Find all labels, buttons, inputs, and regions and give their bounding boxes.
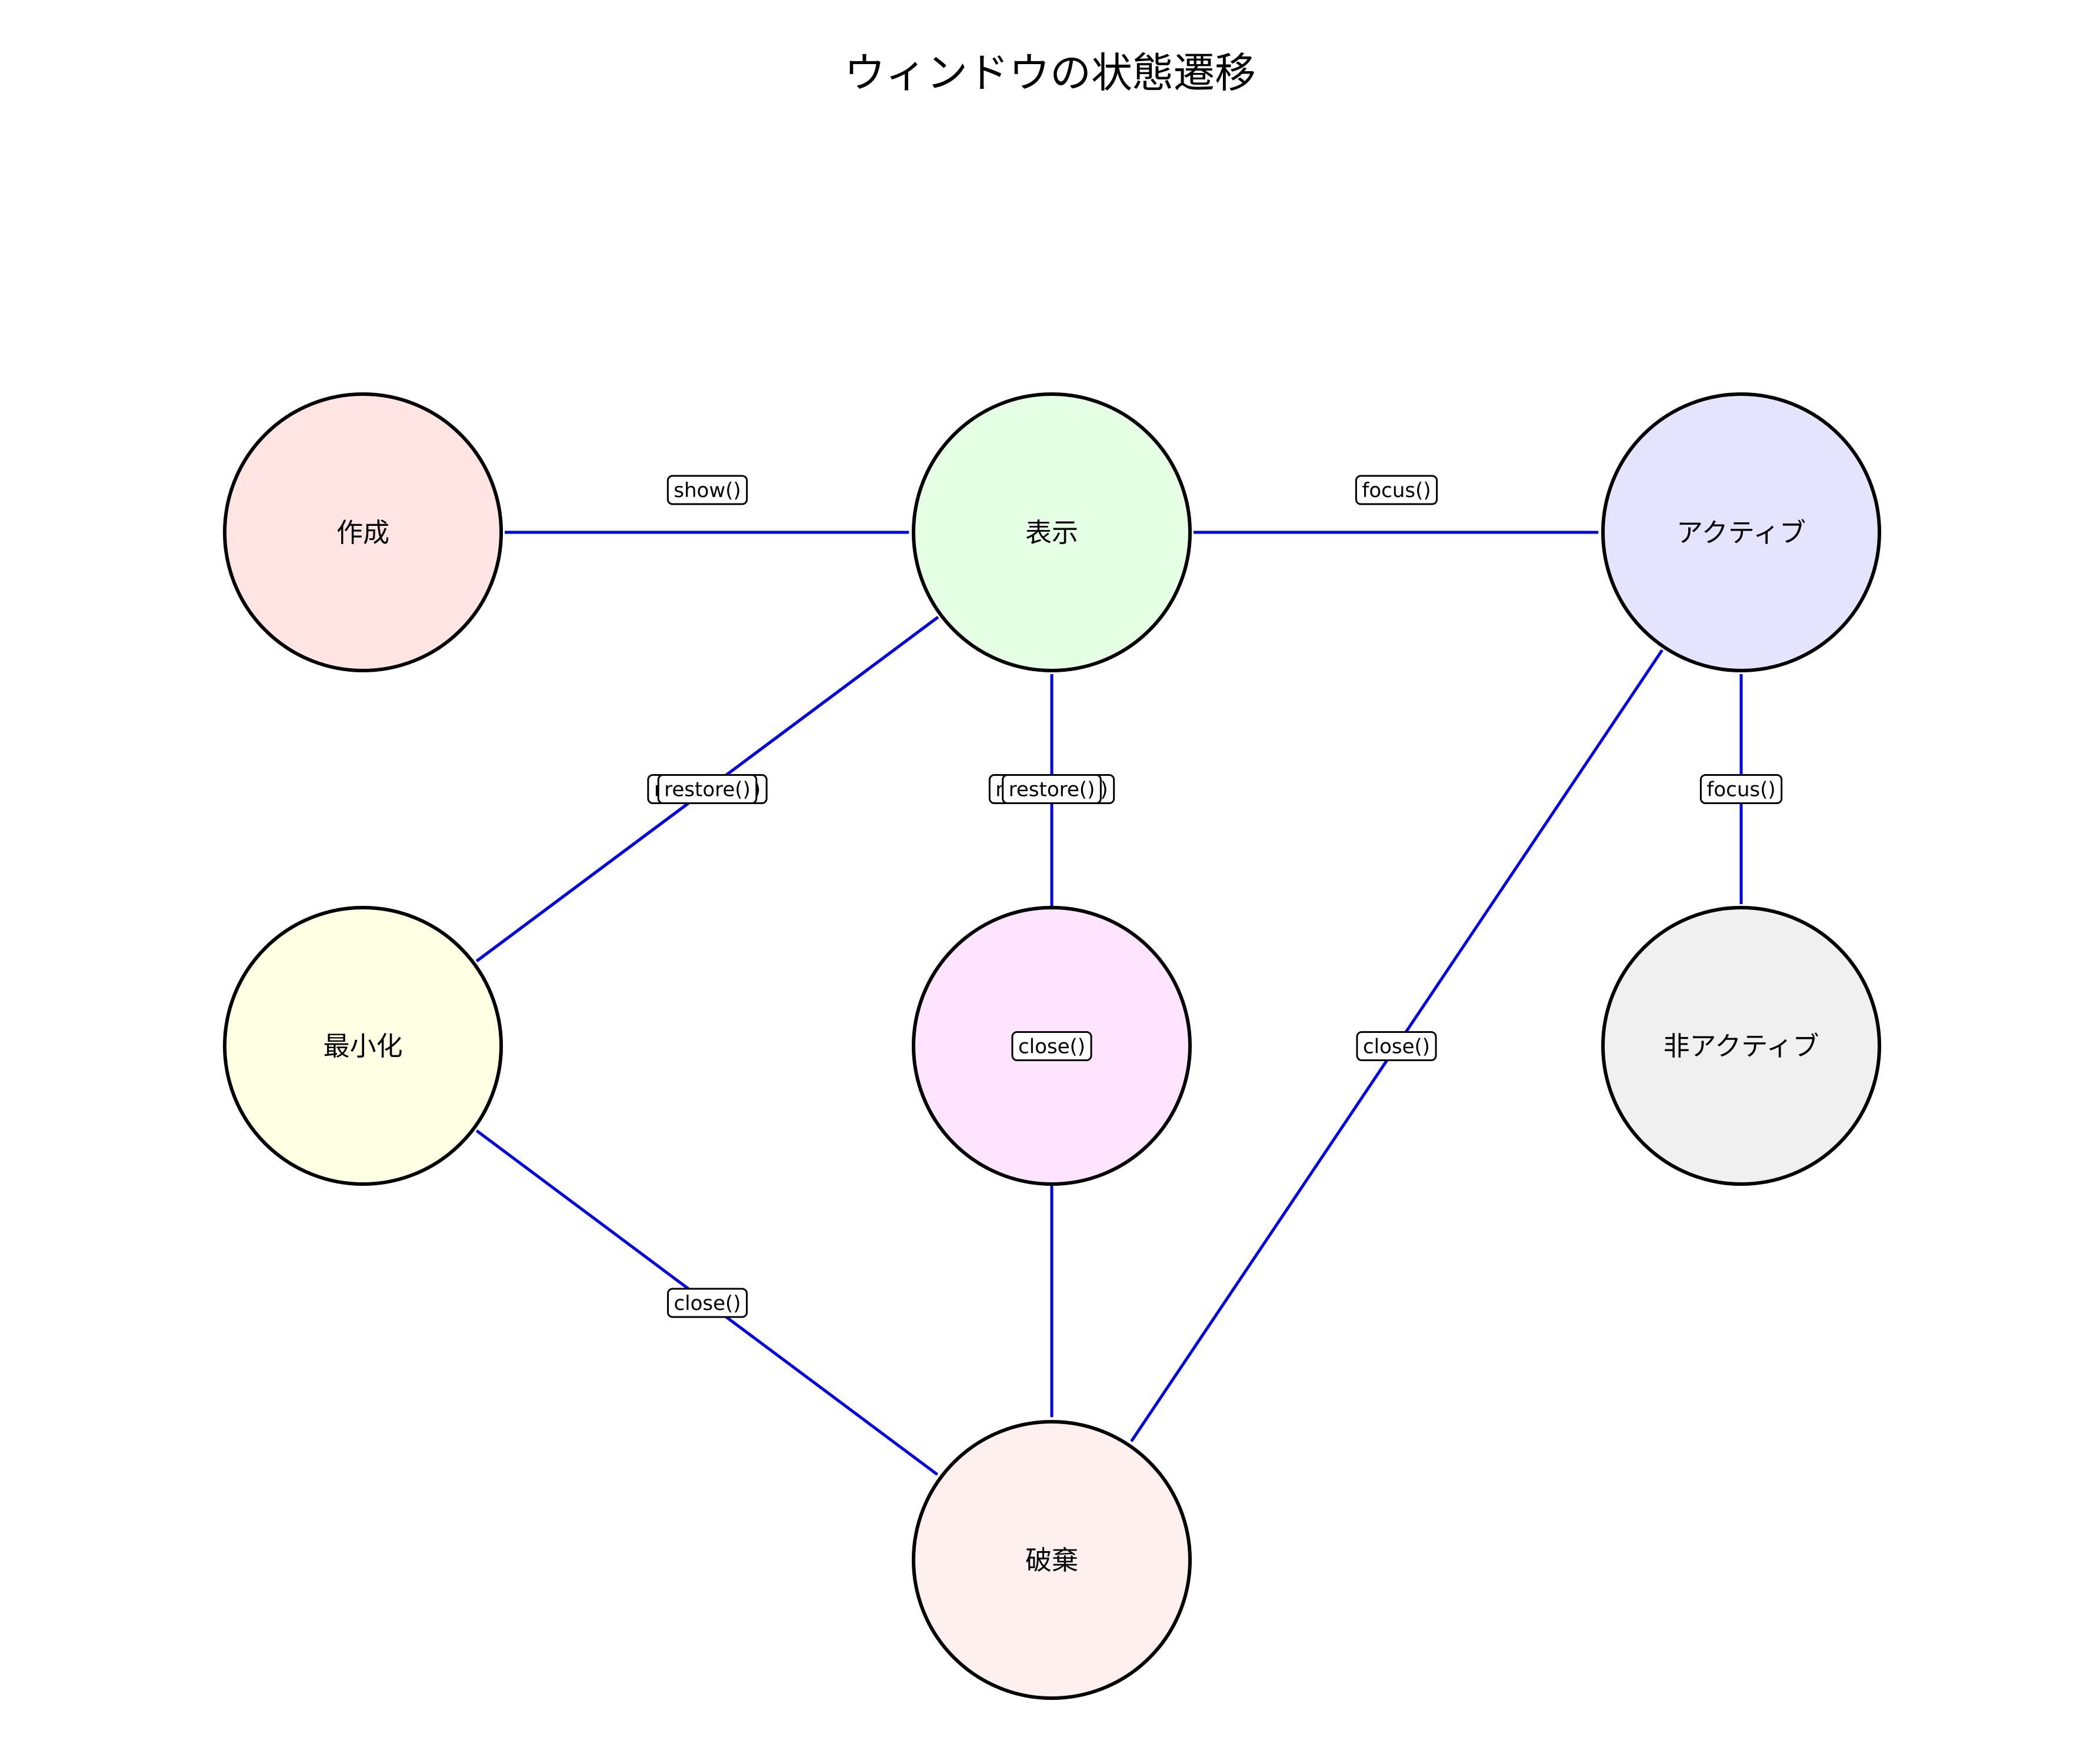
edge-label: close() [666, 1288, 748, 1318]
edge-label: focus() [1699, 774, 1783, 804]
edge-label: close() [1011, 1031, 1092, 1061]
edge-label-box [1002, 774, 1102, 804]
edge-label-box [666, 475, 748, 505]
edge-label-box [1356, 1031, 1437, 1061]
edge-label-text: close() [1363, 1035, 1430, 1059]
edge-label: restore() [657, 774, 758, 804]
edge-label-text: restore() [664, 778, 751, 802]
state-label: アクティブ [1676, 517, 1806, 548]
state-node-inactive: 非アクティブ [1601, 906, 1881, 1186]
state-node-shown: 表示 [912, 392, 1192, 672]
edge-label-text: focus() [1706, 778, 1775, 802]
state-node-destroyed: 破棄 [912, 1420, 1192, 1700]
state-node-minimized: 最小化 [223, 906, 503, 1186]
edge-label-box [1699, 774, 1783, 804]
state-circle [223, 392, 503, 672]
state-label: 表示 [1025, 517, 1078, 548]
edge-label-text: focus() [1362, 479, 1431, 502]
edge-label: restore() [1002, 774, 1102, 804]
edge-label-text: close() [1018, 1035, 1085, 1059]
state-circle [1601, 392, 1881, 672]
edge-label-box [657, 774, 758, 804]
state-circle [912, 1420, 1192, 1700]
state-label: 非アクティブ [1663, 1031, 1819, 1062]
edge-label: show() [666, 475, 748, 505]
edge-label: close() [1356, 1031, 1437, 1061]
edge-label-box [1011, 1031, 1092, 1061]
edge-label-text: show() [674, 479, 741, 502]
state-node-created: 作成 [223, 392, 503, 672]
edge-label-text: close() [674, 1292, 741, 1315]
edge-label-box [1355, 475, 1438, 505]
state-label: 最小化 [323, 1031, 402, 1062]
edge-labels-layer: show()focus()minimize()restore()maximize… [647, 475, 1783, 1318]
state-node-active: アクティブ [1601, 392, 1881, 672]
nodes-layer: 作成表示アクティブ最小化最大化非アクティブ破棄 [223, 392, 1881, 1700]
state-circle [223, 906, 503, 1186]
state-circle [1601, 906, 1881, 1186]
state-circle [912, 392, 1192, 672]
edge-label: focus() [1355, 475, 1438, 505]
diagram-title: ウィンドウの状態遷移 [844, 49, 1256, 97]
state-label: 破棄 [1025, 1545, 1078, 1576]
state-label: 作成 [336, 517, 389, 548]
edge-label-box [666, 1288, 748, 1318]
edge-label-text: restore() [1009, 778, 1095, 802]
